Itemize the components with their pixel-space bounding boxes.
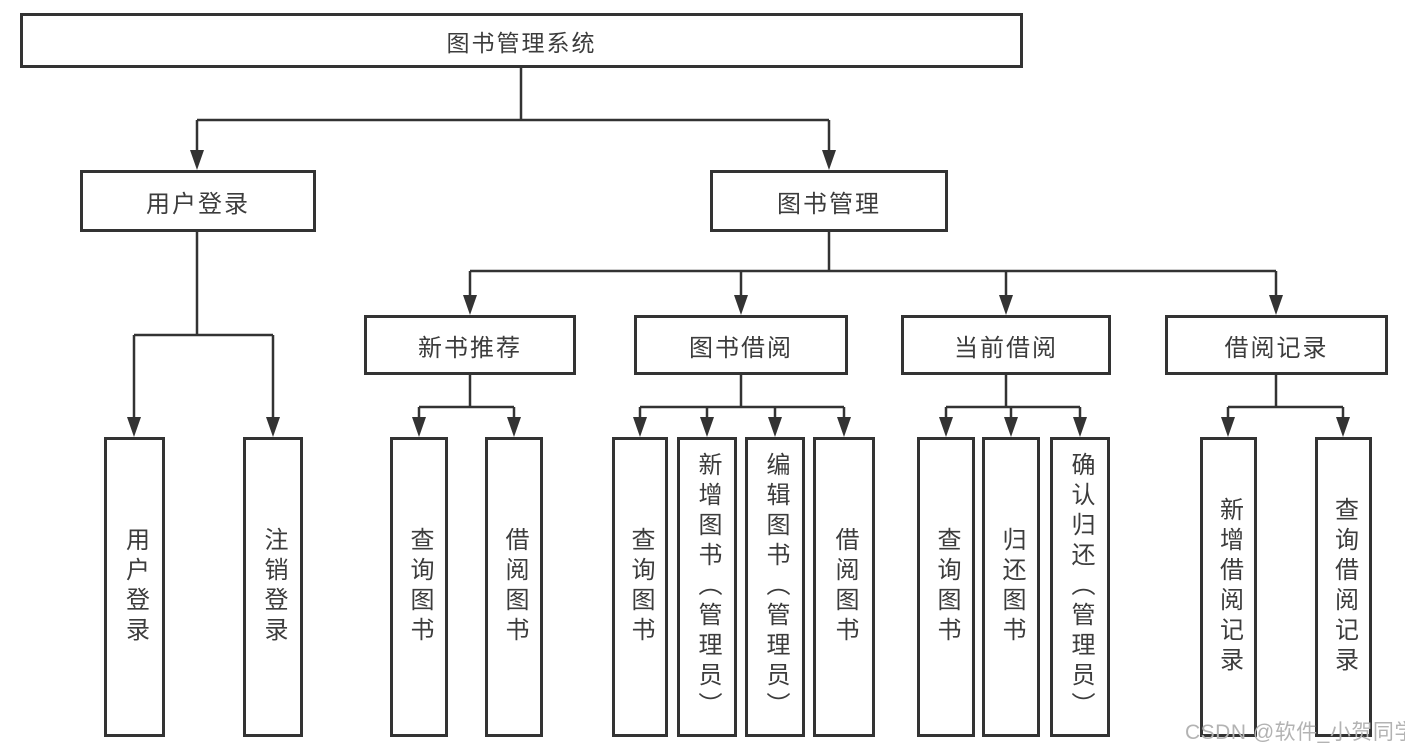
- leaf-query-books-current: 查询图书: [917, 437, 975, 737]
- leaf-query-books-recommend: 查询图书: [390, 437, 448, 737]
- leaf-query-books-borrow: 查询图书: [612, 437, 668, 737]
- leaf-return-books: 归还图书: [982, 437, 1040, 737]
- node-new-book-recommendation: 新书推荐: [364, 315, 576, 375]
- leaf-query-borrow-record: 查询借阅记录: [1315, 437, 1372, 737]
- leaf-edit-books-admin: 编辑图书（管理员）: [745, 437, 805, 737]
- watermark: CSDN @软件_小贺同学: [1185, 721, 1405, 744]
- node-borrowing-records: 借阅记录: [1165, 315, 1388, 375]
- leaf-logout-login: 注销登录: [243, 437, 303, 737]
- leaf-borrow-books-recommend: 借阅图书: [485, 437, 543, 737]
- leaf-add-borrow-record: 新增借阅记录: [1200, 437, 1257, 737]
- node-current-borrowing: 当前借阅: [901, 315, 1111, 375]
- node-book-management: 图书管理: [710, 170, 948, 232]
- node-user-login: 用户登录: [80, 170, 316, 232]
- leaf-add-books-admin: 新增图书（管理员）: [677, 437, 737, 737]
- leaf-confirm-return-admin: 确认归还（管理员）: [1050, 437, 1110, 737]
- leaf-borrow-books: 借阅图书: [813, 437, 875, 737]
- leaf-user-login: 用户登录: [104, 437, 165, 737]
- node-book-borrowing: 图书借阅: [634, 315, 848, 375]
- node-library-management-system: 图书管理系统: [20, 13, 1023, 68]
- arrowhead-icons: [127, 150, 1350, 437]
